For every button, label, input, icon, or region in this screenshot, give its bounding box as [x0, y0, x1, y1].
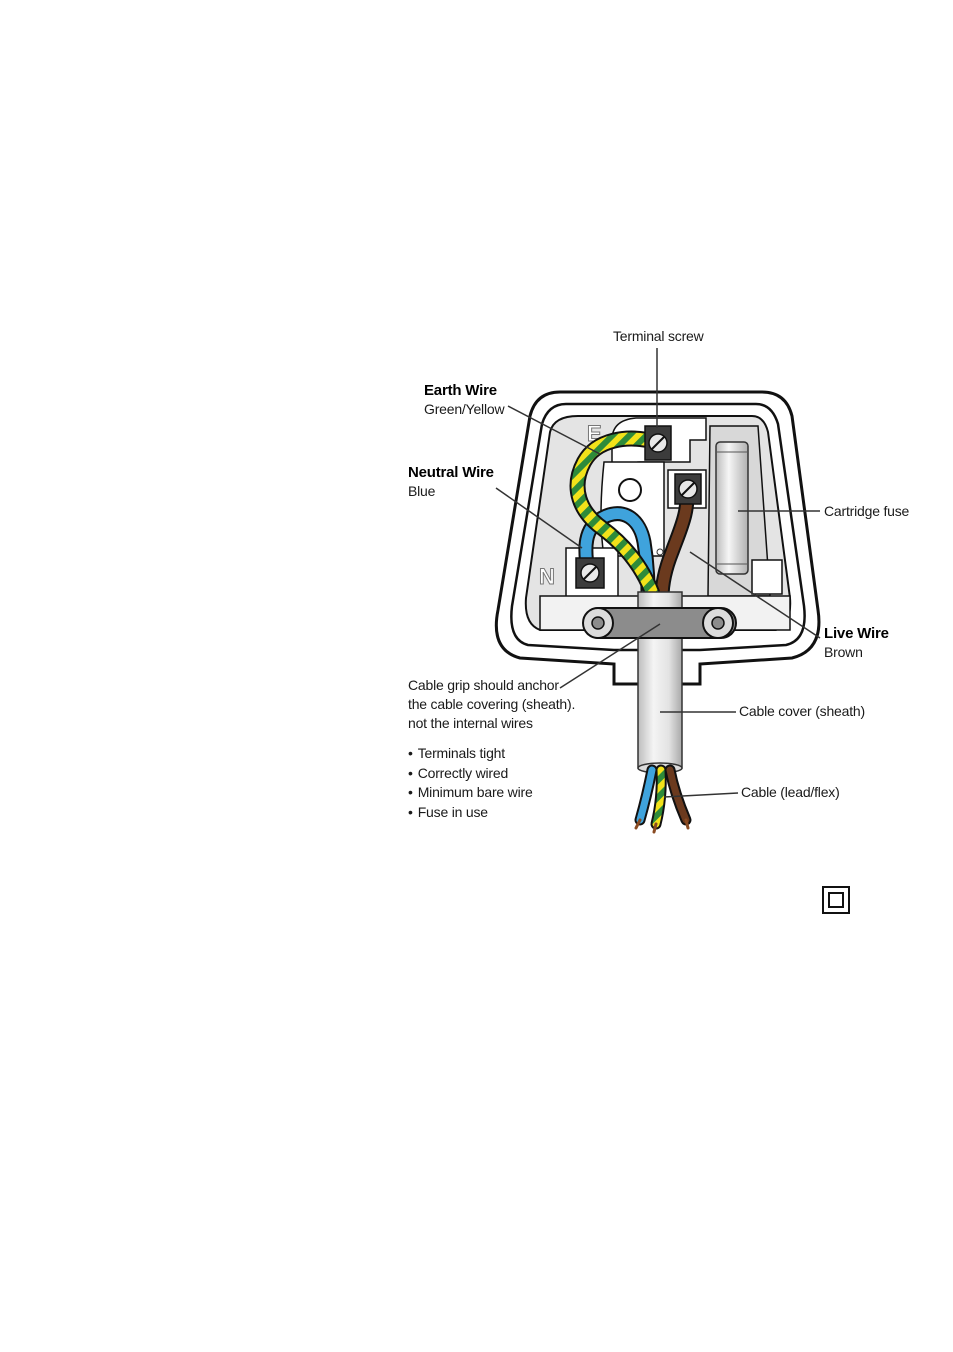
earth-wire-title: Earth Wire [424, 381, 497, 400]
double-insulation-symbol-icon [822, 886, 850, 914]
earth-terminal-screw-icon [645, 426, 671, 460]
cartridge-fuse [716, 442, 748, 574]
cable-grip-screw-right-icon [703, 608, 733, 638]
checklist-item: Minimum bare wire [408, 783, 533, 803]
checklist-item: Correctly wired [408, 764, 533, 784]
cable-grip-note-line1: Cable grip should anchor [408, 676, 559, 695]
centre-pin-hole [619, 479, 641, 501]
cable-cover-label: Cable cover (sheath) [739, 702, 865, 721]
cable-grip-note-line2: the cable covering (sheath). [408, 695, 575, 714]
safety-checklist: Terminals tight Correctly wired Minimum … [408, 744, 533, 822]
live-wire-color: Brown [824, 643, 863, 662]
cable-lead-label: Cable (lead/flex) [741, 783, 840, 802]
cable-grip-note-line3: not the internal wires [408, 714, 533, 733]
neutral-terminal-letter: N [539, 564, 555, 589]
neutral-wire-color: Blue [408, 482, 435, 501]
live-wire-title: Live Wire [824, 624, 889, 643]
live-terminal-screw-icon [675, 474, 701, 504]
neutral-wire-title: Neutral Wire [408, 463, 494, 482]
checklist-item: Fuse in use [408, 803, 533, 823]
cable-grip-screw-left-icon [583, 608, 613, 638]
cartridge-fuse-label: Cartridge fuse [824, 502, 909, 521]
neutral-terminal-screw-icon [576, 558, 604, 588]
checklist-item: Terminals tight [408, 744, 533, 764]
terminal-screw-label: Terminal screw [613, 327, 704, 346]
right-pin-block [752, 560, 782, 594]
earth-wire-color: Green/Yellow [424, 400, 504, 419]
